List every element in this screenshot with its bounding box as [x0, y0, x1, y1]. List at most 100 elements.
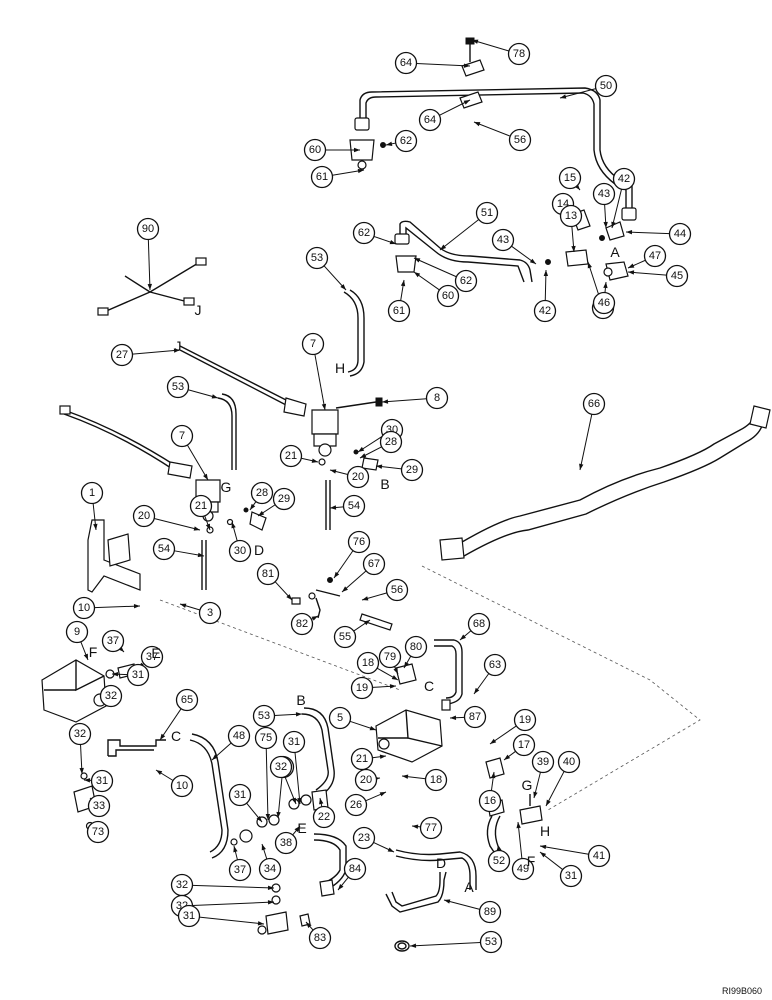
- leader-arrowhead: [414, 272, 421, 278]
- leader-line: [147, 239, 151, 291]
- callout-number: 64: [424, 114, 436, 126]
- callout-3: 3: [198, 601, 222, 625]
- callout-53: 53: [479, 930, 503, 954]
- callout-26: 26: [344, 793, 368, 817]
- callout-number: 37: [146, 651, 158, 663]
- callout-number: 29: [278, 493, 290, 505]
- leader-arrowhead: [334, 571, 340, 578]
- callout-79: 79: [378, 645, 402, 669]
- callout-circle: [531, 750, 555, 774]
- callout-circle: [110, 343, 134, 367]
- callout-circle: [513, 708, 537, 732]
- leader-arrowhead: [440, 244, 447, 250]
- leader-arrowhead: [212, 754, 218, 760]
- callout-number: 54: [348, 500, 360, 512]
- leader-arrowhead: [321, 403, 327, 410]
- leader-arrowhead: [112, 672, 119, 677]
- leader-arrowhead: [611, 221, 616, 228]
- leader-line: [413, 257, 457, 278]
- leader-arrowhead: [444, 899, 451, 904]
- leader-arrowhead: [587, 262, 592, 269]
- callout-50: 50: [594, 74, 618, 98]
- callout-67: 67: [362, 552, 386, 576]
- callout-circle: [592, 291, 616, 315]
- callout-13: 13: [559, 204, 583, 228]
- callout-circle: [333, 625, 357, 649]
- callout-54: 54: [342, 494, 366, 518]
- connection-letter-F: F: [527, 853, 536, 869]
- leader-arrowhead: [211, 394, 218, 399]
- callout-circle: [347, 530, 371, 554]
- leader-arrowhead: [357, 168, 364, 174]
- callout-21: 21: [189, 494, 213, 518]
- callout-number: 5: [337, 712, 343, 724]
- callout-39: 39: [531, 750, 555, 774]
- connection-letter-B: B: [296, 692, 305, 708]
- callout-number: 65: [181, 694, 193, 706]
- callout-number: 66: [588, 398, 600, 410]
- connection-letter-A: A: [610, 244, 620, 260]
- callout-33: 33: [87, 794, 111, 818]
- callout-1: 1: [80, 481, 104, 505]
- leader-arrowhead: [386, 141, 393, 146]
- callout-9: 9: [65, 620, 89, 644]
- callout-number: 75: [260, 732, 272, 744]
- leader-arrowhead: [504, 754, 511, 760]
- callout-number: 30: [234, 545, 246, 557]
- leader-arrowhead: [261, 844, 266, 851]
- leader-arrowhead: [474, 122, 481, 127]
- leader-arrowhead: [628, 270, 635, 275]
- callout-number: 29: [406, 464, 418, 476]
- callout-number: 62: [460, 275, 472, 287]
- callout-circle: [463, 705, 487, 729]
- leader-line: [199, 916, 265, 925]
- callout-31: 31: [282, 730, 306, 754]
- leader-arrowhead: [463, 63, 470, 68]
- connection-letter-E: E: [297, 820, 306, 836]
- callout-65: 65: [175, 688, 199, 712]
- callout-number: 56: [391, 584, 403, 596]
- callout-48: 48: [227, 724, 251, 748]
- leader-arrowhead: [362, 596, 369, 601]
- callout-number: 16: [484, 795, 496, 807]
- callout-circle: [274, 831, 298, 855]
- callout-circle: [508, 128, 532, 152]
- callout-circle: [475, 201, 499, 225]
- callout-circle: [198, 601, 222, 625]
- leader-arrowhead: [250, 503, 256, 510]
- leader-line: [559, 88, 596, 99]
- callout-circle: [352, 221, 376, 245]
- callout-84: 84: [343, 857, 367, 881]
- callout-number: 31: [288, 736, 300, 748]
- callout-32: 32: [68, 722, 92, 746]
- leader-arrowhead: [529, 258, 536, 264]
- callout-circle: [394, 129, 418, 153]
- callout-8: 8: [425, 386, 449, 410]
- callout-46: 46: [592, 291, 616, 315]
- callout-circle: [90, 769, 114, 793]
- callout-circle: [175, 688, 199, 712]
- leader-arrowhead: [358, 446, 365, 452]
- callout-number: 77: [425, 822, 437, 834]
- callout-circle: [352, 826, 376, 850]
- callout-circle: [587, 844, 611, 868]
- callout-80: 80: [404, 635, 428, 659]
- leader-arrowhead: [460, 634, 467, 640]
- callout-18: 18: [356, 651, 380, 675]
- callout-20: 20: [132, 504, 156, 528]
- callout-77: 77: [419, 816, 443, 840]
- callout-number: 31: [234, 789, 246, 801]
- callout-circle: [419, 816, 443, 840]
- callout-circle: [126, 663, 150, 687]
- callout-number: 32: [275, 761, 287, 773]
- callout-circle: [491, 228, 515, 252]
- callout-circle: [643, 244, 667, 268]
- leader-arrowhead: [311, 458, 318, 463]
- leader-arrowhead: [257, 921, 264, 926]
- callout-circle: [467, 612, 491, 636]
- callout-number: 18: [362, 657, 374, 669]
- leader-arrowhead: [83, 653, 88, 660]
- callout-10: 10: [72, 596, 96, 620]
